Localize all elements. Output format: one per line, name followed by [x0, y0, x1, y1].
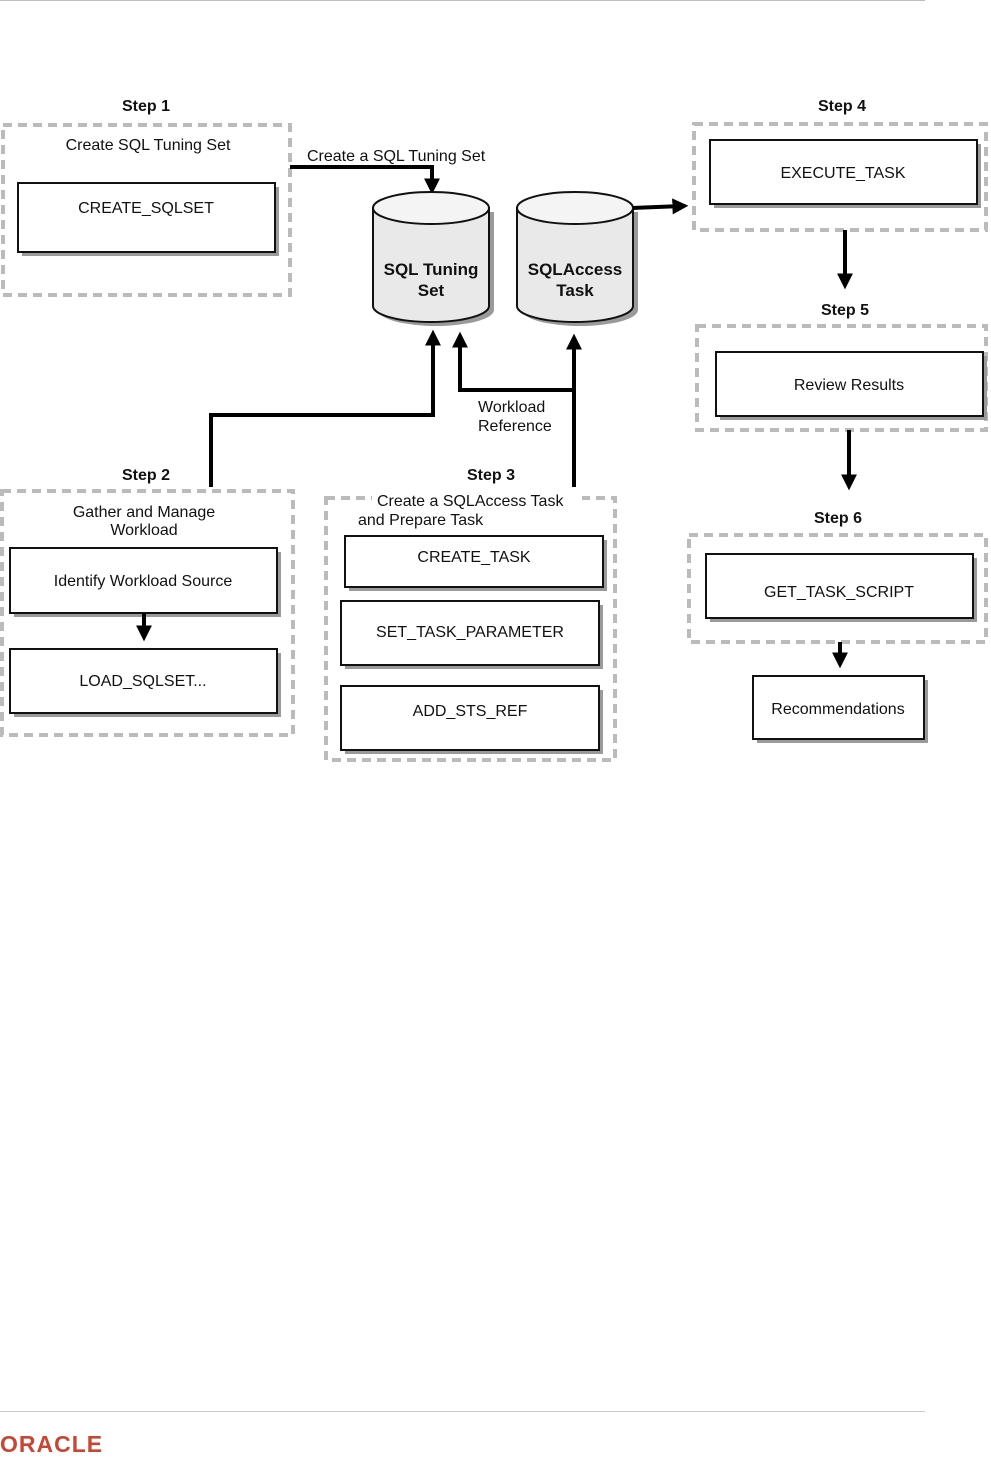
create-sqlset-box: [17, 182, 276, 253]
arrow-step2-to-sts: [209, 329, 441, 487]
step-6-title: Step 6: [814, 510, 862, 527]
add-sts-ref-label: ADD_STS_REF: [413, 703, 528, 720]
step-6-group: GET_TASK_SCRIPT: [687, 533, 988, 644]
oracle-logo: ORACLE: [0, 1433, 103, 1455]
step-5-group: Review Results: [695, 324, 988, 432]
create-sts-edge-label: Create a SQL Tuning Set: [307, 148, 486, 165]
load-sqlset-label: LOAD_SQLSET...: [79, 673, 206, 690]
arrow-step1-to-sts: [290, 165, 440, 195]
step-1-title: Step 1: [122, 98, 170, 115]
execute-task-label: EXECUTE_TASK: [780, 165, 905, 182]
task-cylinder-label-line1: SQLAccess: [528, 260, 623, 279]
step-1-caption: Create SQL Tuning Set: [66, 137, 231, 154]
step-2-group: Gather and Manage Workload Identify Work…: [0, 489, 295, 737]
review-results-label: Review Results: [794, 377, 904, 394]
recommendations-box: [752, 675, 925, 740]
sql-tuning-set-cylinder: SQL Tuning Set: [372, 191, 494, 326]
workload-reference-label-line2: Reference: [478, 418, 552, 435]
step-2-caption-line1: Gather and Manage: [73, 504, 215, 521]
step-3-caption-line1: Create a SQLAccess Task: [377, 493, 564, 510]
execute-task-box: [709, 139, 978, 205]
task-cylinder-label-line2: Task: [556, 281, 594, 300]
add-sts-ref-box: [340, 685, 600, 751]
recommendations-output: Recommendations: [752, 675, 928, 743]
identify-workload-source-box: [9, 547, 278, 614]
review-results-box: [715, 351, 984, 417]
step-3-caption-line2: and Prepare Task: [358, 512, 484, 529]
step-4-title: Step 4: [818, 98, 866, 115]
step-3-group: Create a SQLAccess Task and Prepare Task…: [324, 492, 617, 762]
footer-divider: [0, 1411, 925, 1412]
step-4-group: EXECUTE_TASK: [692, 122, 988, 232]
identify-workload-source-label: Identify Workload Source: [54, 573, 233, 590]
set-task-parameter-box: [340, 600, 600, 666]
step-2-caption-line2: Workload: [110, 522, 177, 539]
oracle-logo-text: ORACLE: [0, 1433, 103, 1455]
arrow-task-to-step4: [632, 198, 689, 215]
step-1-group: Create SQL Tuning Set CREATE_SQLSET: [1, 123, 292, 297]
create-task-label: CREATE_TASK: [417, 549, 531, 566]
arrow-workload-reference: [452, 331, 575, 392]
sts-cylinder-label-line2: Set: [418, 281, 445, 300]
step-5-title: Step 5: [821, 302, 869, 319]
sts-cylinder-label-line1: SQL Tuning: [384, 260, 479, 279]
recommendations-label: Recommendations: [771, 701, 904, 718]
load-sqlset-box: [9, 648, 278, 714]
workload-reference-label-line1: Workload: [478, 399, 545, 416]
create-sqlset-label: CREATE_SQLSET: [78, 200, 214, 217]
step-3-title: Step 3: [467, 467, 515, 484]
get-task-script-box: [705, 553, 974, 619]
create-task-box: [344, 535, 604, 588]
sql-access-advisor-flow-diagram: Step 1 Create SQL Tuning Set CREATE_SQLS…: [0, 98, 988, 762]
sqlaccess-task-cylinder: SQLAccess Task: [516, 191, 638, 326]
header-divider: [0, 0, 925, 1]
set-task-parameter-label: SET_TASK_PARAMETER: [376, 624, 564, 641]
get-task-script-label: GET_TASK_SCRIPT: [764, 584, 914, 601]
step-2-title: Step 2: [122, 467, 170, 484]
